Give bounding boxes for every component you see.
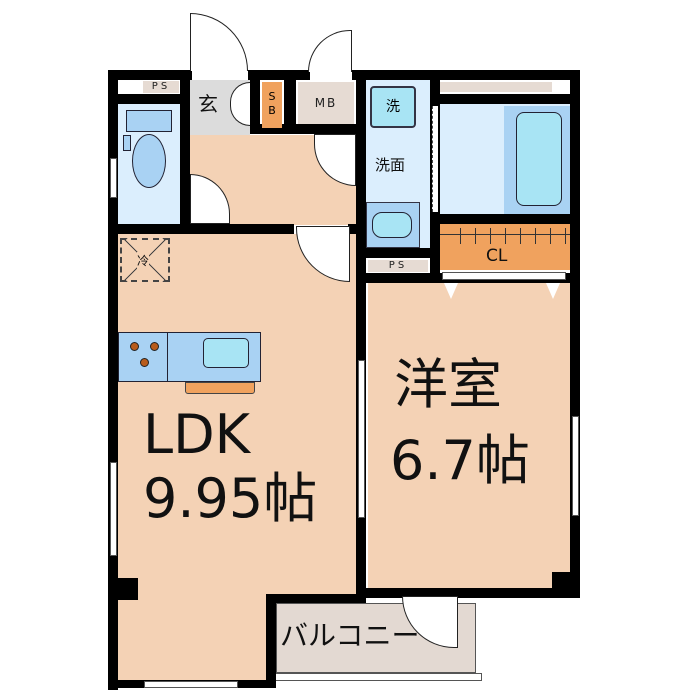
outer-wall-left — [108, 70, 118, 690]
toilet-tank-icon — [126, 110, 172, 132]
shoe-box-label-b: B — [268, 104, 276, 117]
outer-wall-top-left — [108, 70, 192, 80]
western-window-right[interactable] — [572, 416, 579, 516]
toilet-paper-icon — [123, 135, 131, 151]
entrance-label: 玄 — [198, 92, 218, 116]
closet-door-strip — [442, 272, 566, 280]
front-door[interactable] — [190, 13, 248, 71]
pipe-space-top: PS — [143, 81, 179, 93]
kitchen-sink-icon — [203, 338, 249, 368]
burner-icon-3 — [140, 358, 149, 367]
washing-machine: 洗 — [370, 86, 416, 128]
meter-box-door[interactable] — [308, 30, 352, 72]
refrigerator-label: 冷 — [137, 252, 150, 269]
wall-hall-right — [356, 80, 366, 600]
balcony-railing — [272, 673, 482, 681]
ldk-corner-pillar — [118, 578, 138, 600]
toilet-window[interactable] — [110, 158, 117, 198]
western-corner-pillar — [552, 572, 570, 588]
western-room — [368, 283, 570, 588]
kitchen-stove — [118, 332, 168, 382]
wash-basin-bowl-icon — [372, 212, 412, 238]
wall-bath-top — [438, 94, 572, 104]
bath-door-partition — [432, 106, 438, 212]
bath-shelf — [440, 82, 552, 92]
ldk-balcony-wall — [266, 594, 366, 603]
ldk-room — [118, 234, 356, 596]
outer-wall-top-right — [352, 70, 580, 80]
washroom-label: 洗面 — [375, 156, 406, 174]
shoe-box: S B — [262, 82, 282, 128]
kitchen-mat — [185, 382, 255, 394]
western-room-label: 洋室 — [394, 353, 502, 416]
pipe-space-mid: PS — [368, 260, 428, 272]
closet-door-right-icon — [546, 283, 560, 299]
wall-entrance-bottom — [250, 124, 358, 134]
ldk-room-lower — [118, 596, 268, 680]
closet-label: CL — [486, 246, 508, 266]
ldk-label: LDK — [143, 403, 251, 466]
balcony-label: バルコニー — [280, 619, 420, 652]
ldk-window-left[interactable] — [110, 462, 117, 556]
ldk-window-bottom[interactable] — [144, 681, 238, 688]
outer-wall-bottom-right — [358, 588, 580, 598]
western-room-size: 6.7帖 — [390, 429, 530, 492]
burner-icon-1 — [130, 342, 139, 351]
balcony-step-wall — [266, 596, 276, 688]
wall-wash-bottom — [356, 248, 440, 258]
outer-wall-top-mid — [248, 70, 310, 80]
ldk-size: 9.95帖 — [143, 467, 318, 530]
bathtub-icon — [516, 112, 562, 206]
toilet-bowl-icon — [132, 134, 166, 188]
wall-sb-left — [250, 80, 260, 130]
outer-wall-right — [570, 70, 580, 598]
ldk-western-window[interactable] — [358, 360, 365, 518]
wall-hall-bottom — [118, 224, 294, 234]
wall-bath-bottom — [430, 214, 572, 224]
closet-door-left-icon — [444, 283, 458, 299]
wall-toilet-right — [180, 80, 190, 226]
meter-box: MB — [298, 82, 354, 124]
closet-hangers-icon — [446, 228, 566, 244]
shoe-box-label-s: S — [268, 90, 276, 103]
wall-sb-right — [284, 80, 296, 130]
wall-toilet-top — [118, 94, 182, 104]
burner-icon-2 — [150, 342, 159, 351]
